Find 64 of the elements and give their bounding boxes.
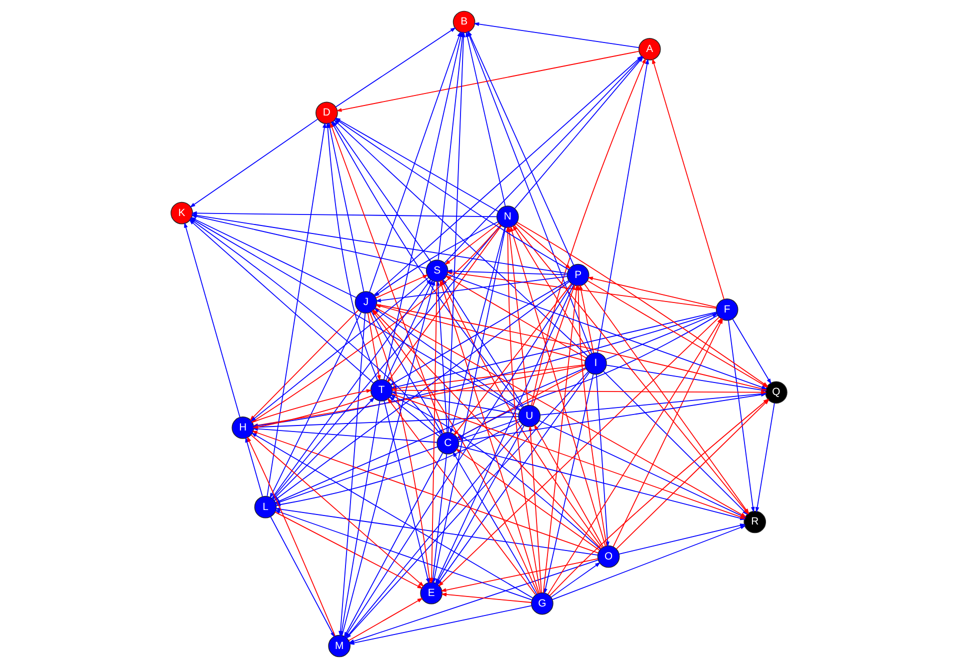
arrow [189,118,318,208]
arrow [386,398,536,596]
arrow [334,27,456,108]
arrow [385,279,433,381]
arrow [534,424,604,548]
arrow [440,592,532,603]
arrow [251,430,598,554]
node-circle: P [566,264,589,286]
arrow [266,122,326,497]
arrow [452,451,537,595]
arrow [440,558,598,592]
arrow [652,58,724,300]
arrow [596,58,648,354]
arrow [586,276,716,308]
arrow [274,512,422,589]
arrow [473,22,639,48]
arrow [543,374,594,594]
arrow [728,320,754,513]
arrow [383,400,430,584]
node-circle: F [715,298,738,321]
arrow [366,312,380,381]
arrow [578,284,594,354]
arrow [732,318,771,384]
arrow [550,562,600,598]
arrow [512,225,590,355]
arrow [449,227,505,434]
node-circle: C [436,432,459,454]
arrow [444,223,499,265]
node-circle: L [254,496,276,518]
arrow [510,226,606,547]
arrow [754,402,774,513]
arrow [595,374,609,548]
arrow [552,525,746,600]
node-circle: S [425,260,448,282]
arrow [532,284,574,406]
node-circle: I [584,352,606,375]
node-circle: M [328,634,350,658]
arrow [388,396,440,437]
arrow [348,598,422,641]
arrow [244,436,262,497]
arrow [274,510,532,600]
arrow [390,394,600,550]
arrow [392,390,766,394]
arrow [453,283,572,436]
node-circle: D [315,102,338,124]
arrow [250,434,424,587]
arrow [542,284,578,594]
arrow [438,316,720,587]
arrow [184,222,240,418]
arrow [270,516,334,638]
arrow [269,312,362,498]
arrow [374,274,428,298]
arrow [515,223,570,270]
node-circle: K [170,202,192,224]
node-circle: B [452,10,475,34]
node-circle: N [496,206,518,228]
arrow [373,221,498,297]
arrow [246,436,336,636]
node-circle: O [596,545,620,568]
node-circle: G [530,592,553,615]
arrow [370,311,443,435]
arrow [336,50,639,112]
node-circle: U [518,404,540,428]
node-circle: J [354,291,377,314]
